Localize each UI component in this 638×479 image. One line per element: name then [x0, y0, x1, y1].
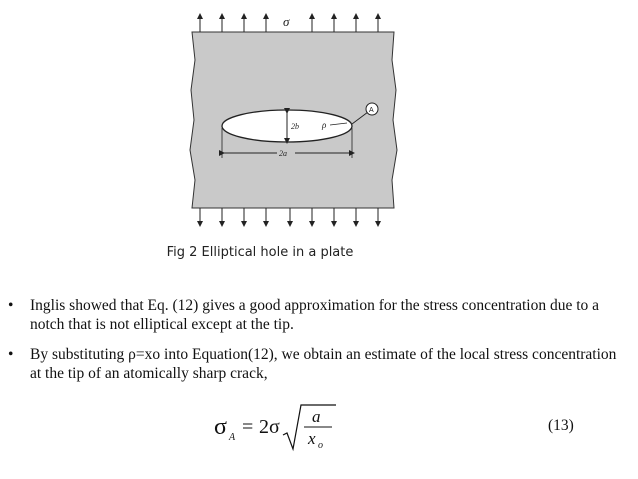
equals-sign: = — [242, 416, 253, 438]
equation-13: σ A = 2σ a x o — [214, 404, 336, 452]
top-stress-arrows — [197, 13, 381, 32]
lhs-subscript: A — [228, 432, 236, 443]
denominator: x — [307, 429, 316, 448]
bullet-text: Inglis showed that Eq. (12) gives a good… — [30, 297, 600, 333]
denominator-subscript: o — [318, 440, 323, 451]
bullet-text: By substituting ρ=xo into Equation(12), … — [30, 346, 617, 382]
bullet-item: • Inglis showed that Eq. (12) gives a go… — [8, 296, 618, 334]
bullet-marker: • — [8, 297, 14, 314]
width-label: 2a — [279, 149, 287, 158]
numerator: a — [312, 407, 321, 426]
elliptical-hole-figure: σ 2b ρ A 2a — [189, 13, 398, 227]
coefficient: 2σ — [259, 416, 280, 438]
bullet-item: • By substituting ρ=xo into Equation(12)… — [8, 345, 618, 383]
lhs-sigma: σ — [214, 414, 227, 440]
bottom-stress-arrows — [197, 208, 381, 227]
equation-number: (13) — [548, 417, 574, 434]
height-label: 2b — [291, 122, 299, 131]
point-a-circle — [365, 102, 379, 116]
bullet-marker: • — [8, 346, 14, 363]
sigma-label: σ — [283, 14, 290, 29]
point-a-leader — [351, 111, 369, 125]
radical-sign — [282, 404, 336, 452]
width-label-bg — [277, 147, 295, 157]
point-a-label: A — [369, 107, 374, 114]
rho-pointer — [329, 122, 348, 126]
figure-caption: Fig 2 Elliptical hole in a plate — [166, 245, 354, 260]
rho-label: ρ — [321, 120, 327, 130]
